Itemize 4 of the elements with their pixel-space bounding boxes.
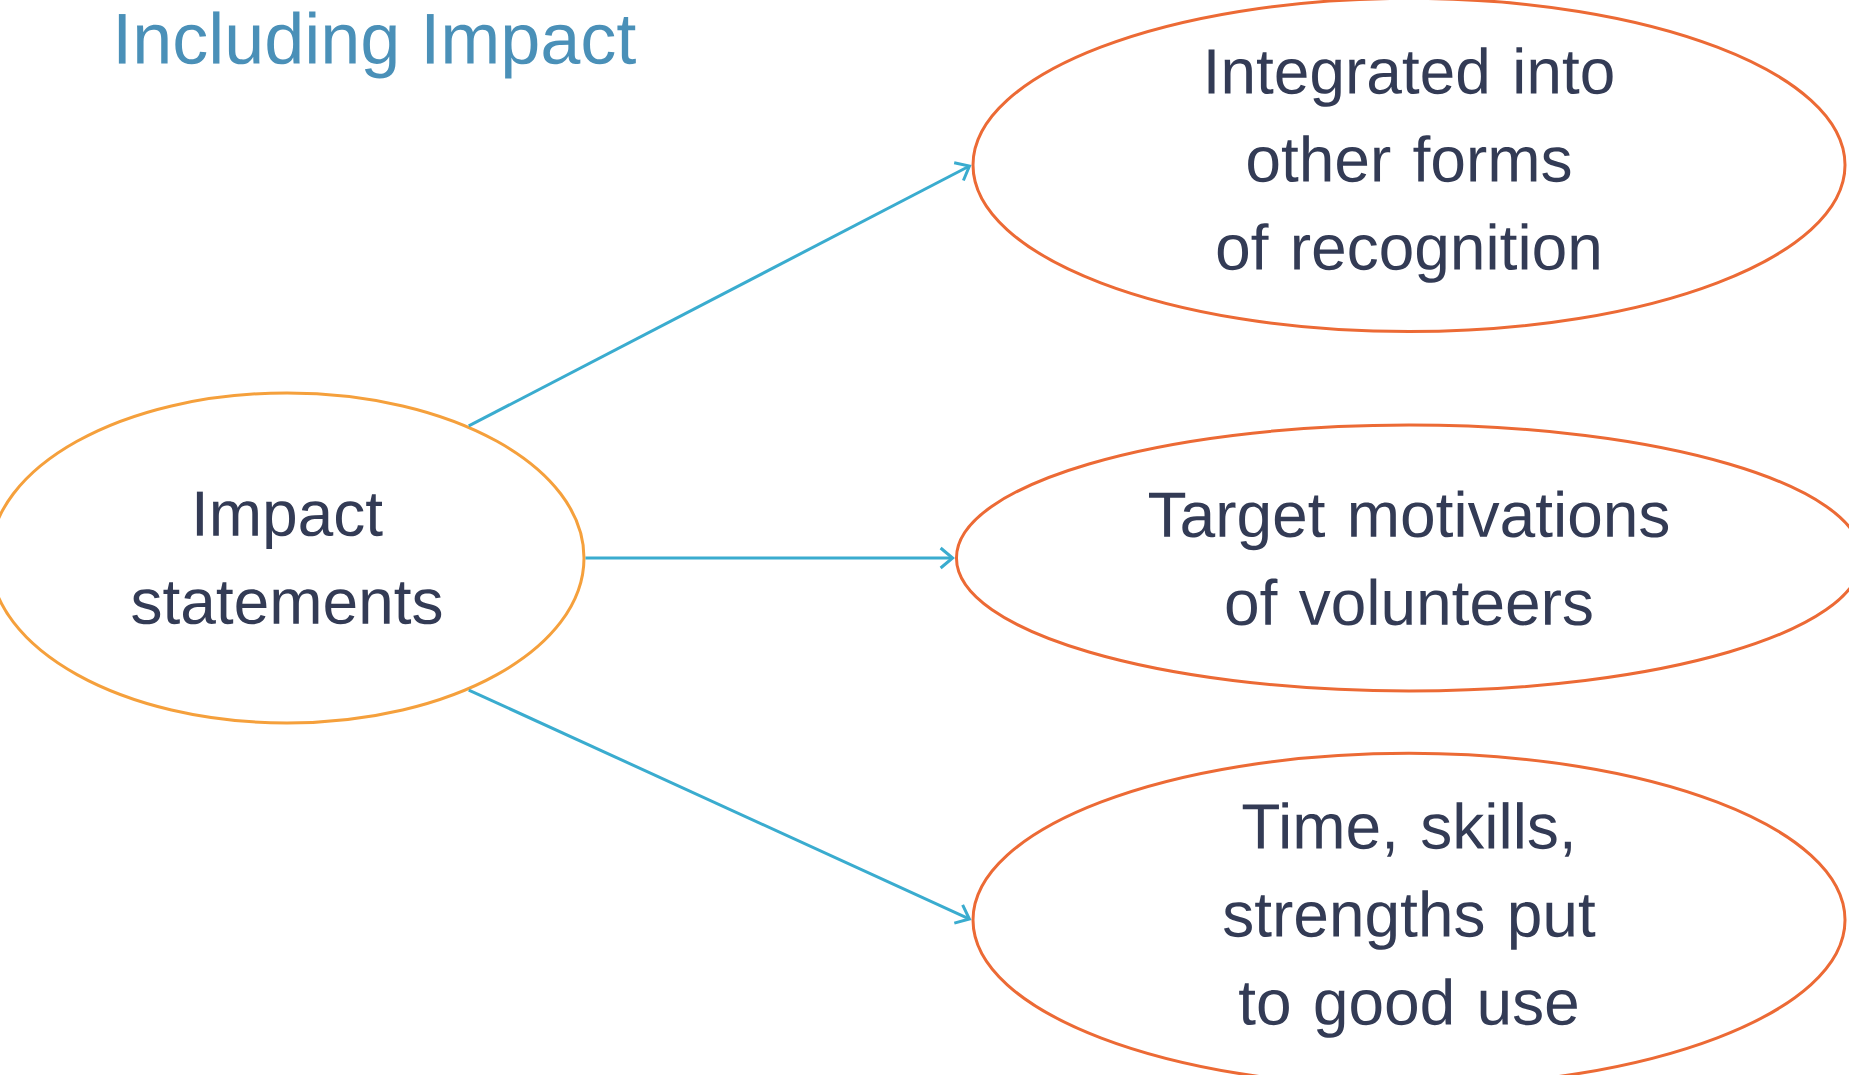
arrow: [468, 688, 972, 925]
title: Including Impact: [118, 11, 636, 79]
arrow: [585, 546, 955, 570]
arrow: [468, 161, 972, 428]
